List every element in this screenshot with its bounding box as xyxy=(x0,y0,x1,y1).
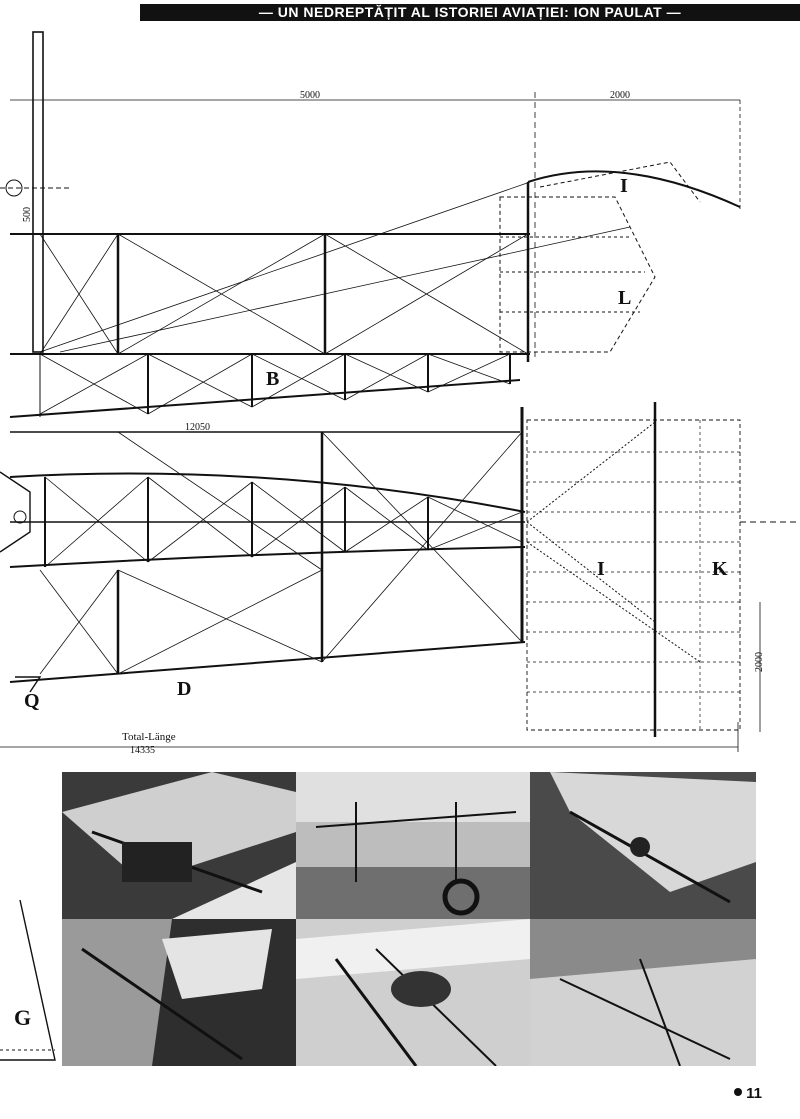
photo-5 xyxy=(296,919,530,1066)
tail-fin-drawing: G xyxy=(0,900,56,1061)
dimension-top-right: 2000 xyxy=(610,90,630,101)
label-fuselage: B xyxy=(266,368,279,390)
photo-grid xyxy=(62,772,756,1066)
label-elevator: I xyxy=(620,175,628,197)
photo-3 xyxy=(530,772,756,919)
photo-6 xyxy=(530,919,756,1066)
dimension-right-vertical: 2000 xyxy=(754,652,765,672)
total-length-value: 14335 xyxy=(130,745,155,756)
page-number-text: 11 xyxy=(746,1085,762,1102)
dimension-span-left: 12050 xyxy=(185,422,210,433)
photo-1 xyxy=(62,772,296,919)
label-wing-i: I xyxy=(597,558,605,580)
label-tail: G xyxy=(14,1005,31,1030)
dimension-small-vertical: 500 xyxy=(22,207,33,222)
label-lower: D xyxy=(177,678,191,700)
bullet-icon xyxy=(734,1088,743,1096)
label-wing-k: K xyxy=(712,558,728,580)
total-length-label: Total-Länge xyxy=(122,731,176,743)
dimension-top-length: 5000 xyxy=(300,90,320,101)
label-skid: Q xyxy=(24,690,40,712)
page-number: 11 xyxy=(734,1085,762,1102)
airplane-technical-drawing: 5000 2000 12050 2000 500 Total-Länge 143… xyxy=(0,31,800,756)
page-header: — UN NEDREPTĂȚIT AL ISTORIEI AVIAȚIEI: I… xyxy=(140,4,800,21)
photo-4 xyxy=(62,919,296,1066)
photo-2 xyxy=(296,772,530,919)
label-rudder: L xyxy=(618,287,631,309)
